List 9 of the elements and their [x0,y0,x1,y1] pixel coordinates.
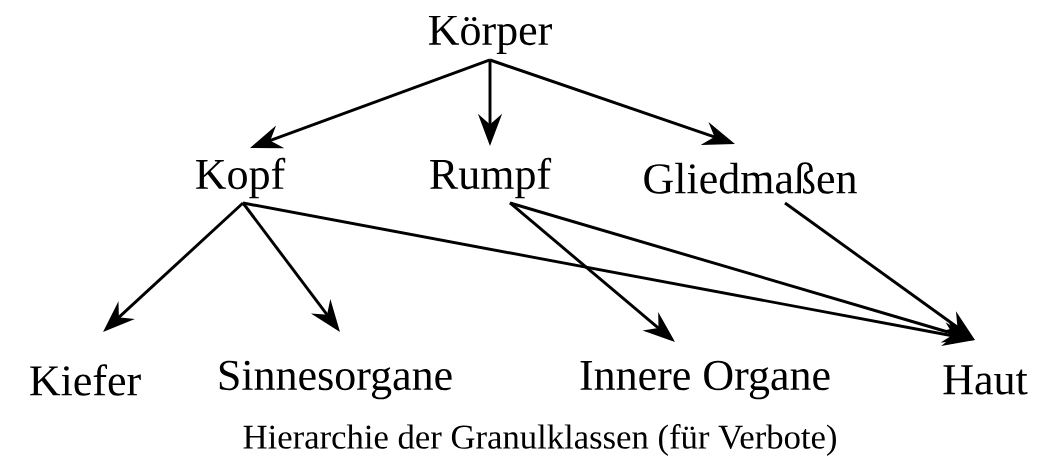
node-label: Kiefer [30,364,141,396]
node-label: Innere Organe [580,360,830,400]
node-label: Kopf [196,157,286,199]
node-label: Körper [428,15,552,55]
node-label: Gliedmaßen [644,162,857,194]
node-label: Haut [943,365,1028,395]
node-label: Rumpf [430,157,552,199]
caption: Hierarchie der Granulklassen (für Verbote) [243,424,836,456]
node-label: Sinnesorgane [219,360,452,400]
